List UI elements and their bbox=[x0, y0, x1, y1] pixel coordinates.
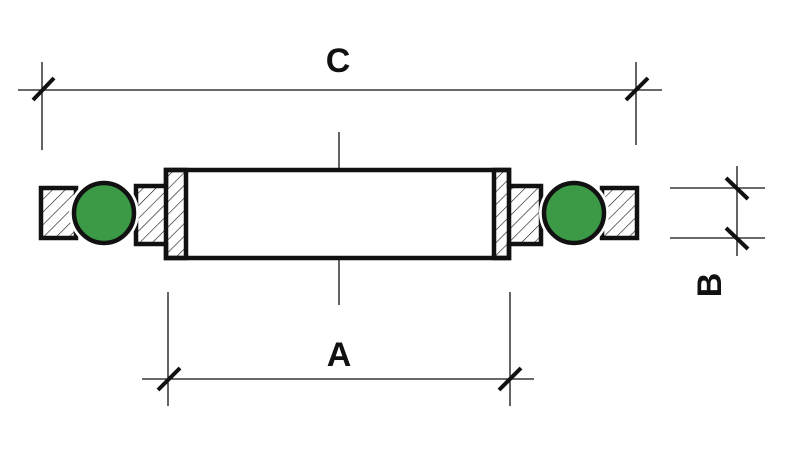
dimension-b: B bbox=[670, 166, 765, 297]
dimension-c: C bbox=[18, 42, 662, 150]
dimension-a-label: A bbox=[327, 336, 352, 374]
dimension-b-label: B bbox=[691, 273, 729, 298]
inner-ring-section-right bbox=[491, 167, 544, 261]
outer-ring-section-left bbox=[38, 185, 79, 241]
dimension-b-tick-top bbox=[724, 176, 750, 201]
ball-left-fill bbox=[71, 180, 137, 246]
dimension-c-tick-right bbox=[624, 76, 650, 102]
dimension-b-tick-bottom bbox=[724, 226, 750, 251]
dimension-a: A bbox=[142, 292, 534, 406]
dimension-a-tick-right bbox=[497, 366, 523, 392]
inner-ring-bore bbox=[163, 167, 512, 261]
dimension-c-label: C bbox=[326, 42, 351, 80]
dimension-a-tick-left bbox=[156, 366, 182, 392]
dimension-c-tick-left bbox=[31, 76, 56, 102]
inner-ring bbox=[133, 167, 544, 261]
ball-right-fill bbox=[541, 180, 607, 246]
inner-ring-section-left bbox=[133, 167, 189, 261]
